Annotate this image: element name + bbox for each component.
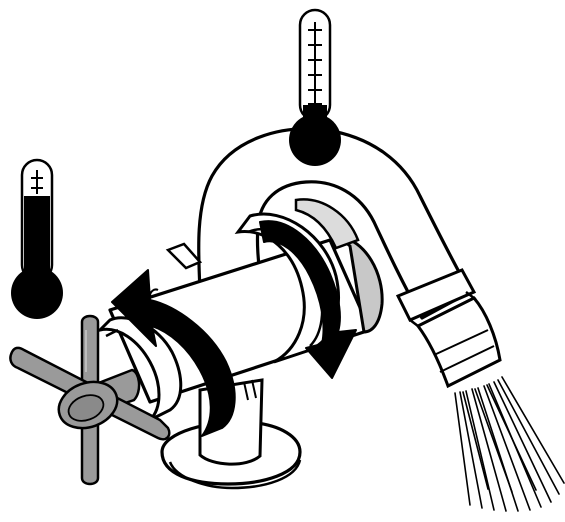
- thermometer-cold-icon: [11, 160, 63, 319]
- thermometer-hot-icon: [289, 10, 341, 166]
- water-spray-icon: [455, 377, 564, 511]
